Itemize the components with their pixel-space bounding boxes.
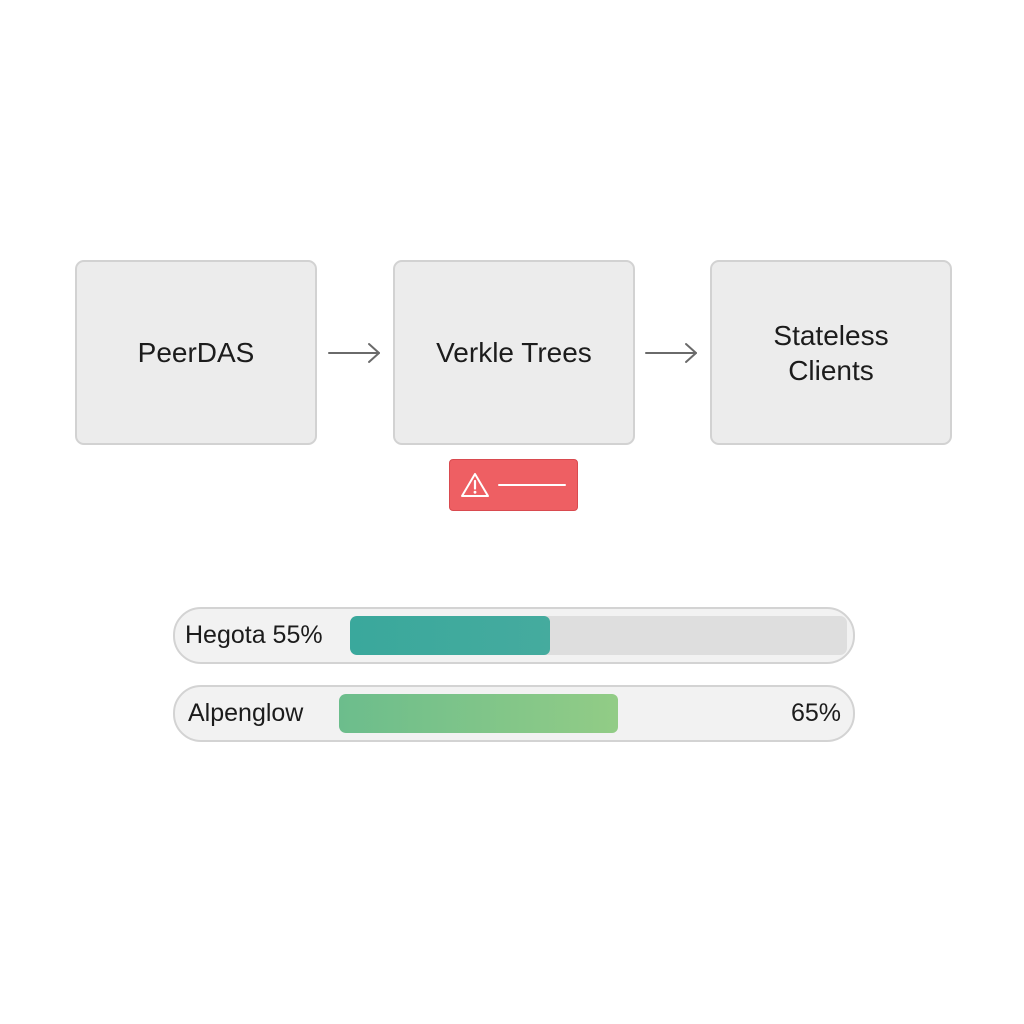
warning-badge <box>449 459 578 511</box>
progress-percent: 65% <box>790 699 841 727</box>
progress-label: Alpenglow <box>188 699 304 727</box>
stage-label: Verkle Trees <box>436 337 592 368</box>
progress-fill <box>339 694 618 733</box>
progress-bar-alpenglow: Alpenglow 65% <box>173 685 855 742</box>
progress-bar-hegota: Hegota 55% <box>173 607 855 664</box>
stage-stateless-clients: Stateless Clients <box>710 260 952 445</box>
stage-label: Stateless Clients <box>773 319 889 386</box>
stage-label: PeerDAS <box>137 337 255 368</box>
stage-peerdas: PeerDAS <box>75 260 317 445</box>
stage-verkle-trees: Verkle Trees <box>393 260 635 445</box>
warning-triangle-icon <box>461 473 489 497</box>
arrow-right-icon <box>328 343 380 363</box>
arrow-right-icon <box>645 343 697 363</box>
progress-track <box>339 694 847 733</box>
progress-track <box>350 616 847 655</box>
progress-fill <box>350 616 550 655</box>
progress-label: Hegota 55% <box>185 621 323 649</box>
warning-text-placeholder <box>498 484 566 486</box>
